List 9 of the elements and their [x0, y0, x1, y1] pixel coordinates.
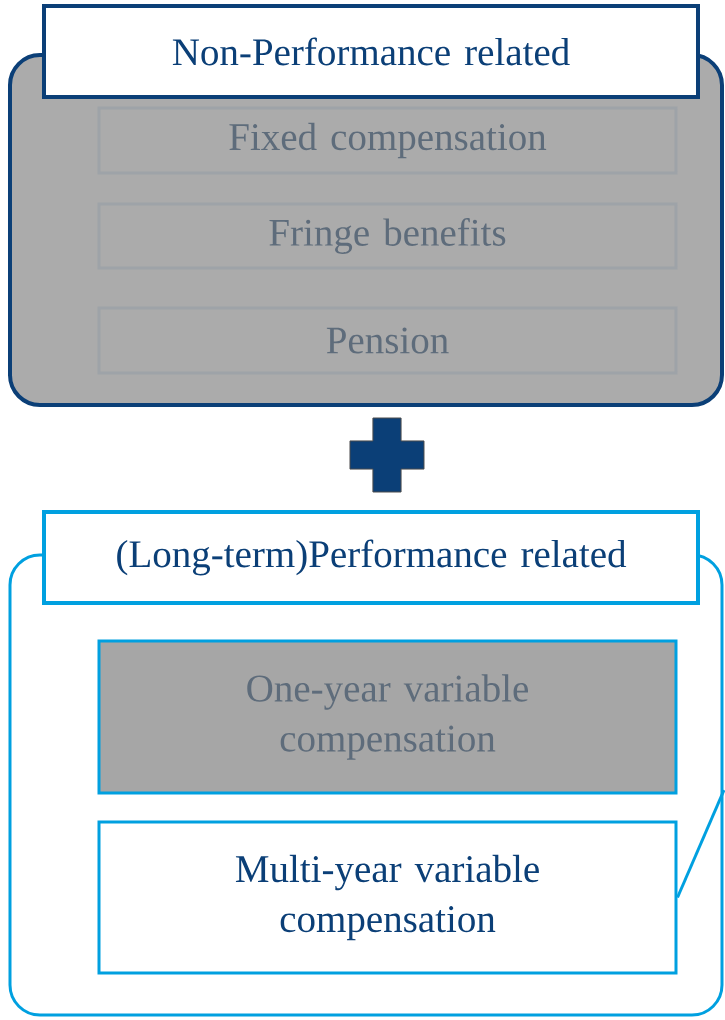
item-box: Pension [97, 306, 678, 375]
heading-box: Non-Performance related [42, 4, 700, 99]
item-box: Fixed compensation [97, 106, 678, 175]
item-box: One-year variable compensation [97, 639, 678, 795]
item-box: Multi-year variable compensation [97, 820, 678, 975]
plus-sign [349, 417, 425, 493]
heading-box: (Long-term)Performance related [42, 510, 700, 605]
item-box: Fringe benefits [97, 202, 678, 270]
leader-line [676, 789, 725, 899]
